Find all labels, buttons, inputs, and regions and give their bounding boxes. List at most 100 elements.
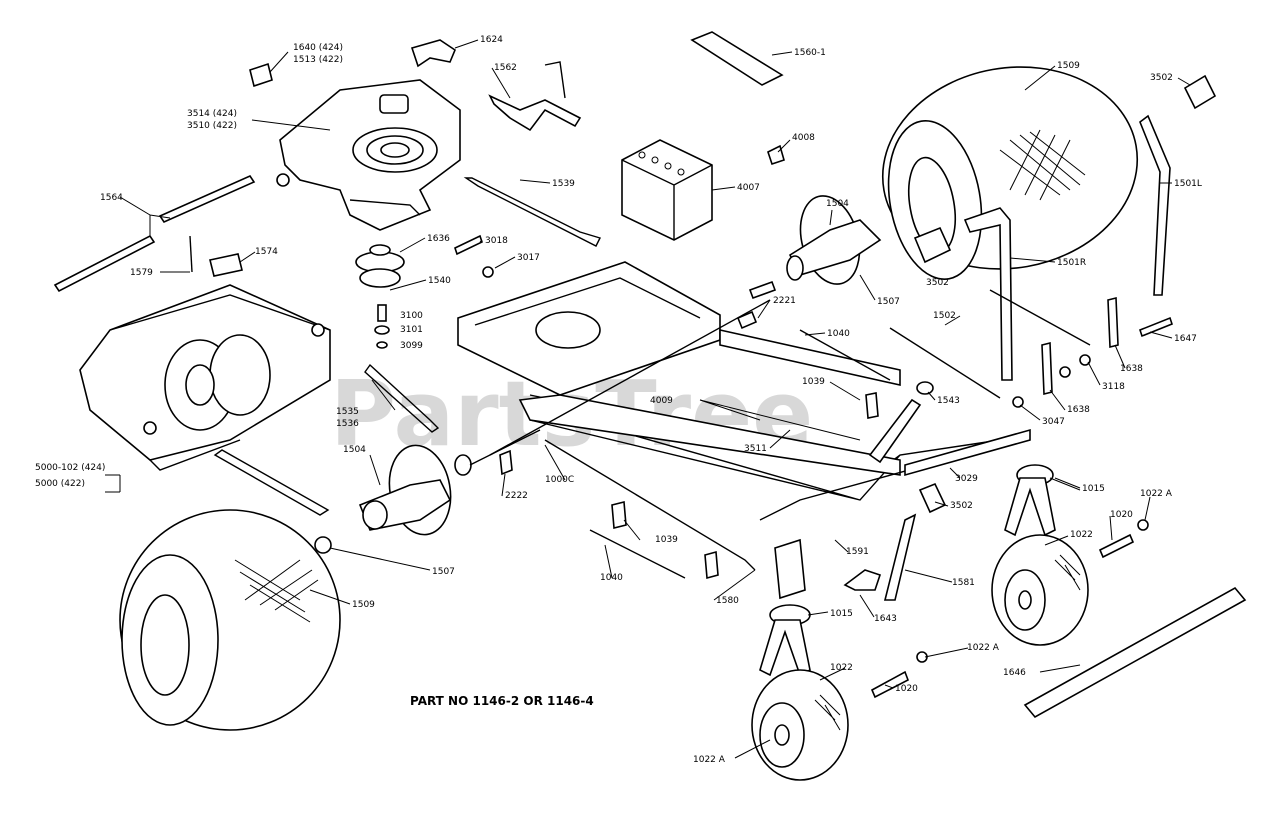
- bracket-1643-part[interactable]: [843, 569, 882, 591]
- label-1509-top: 1509: [1057, 61, 1080, 71]
- axle-1020-part[interactable]: [870, 519, 1149, 699]
- label-5000: 5000 (422): [35, 479, 85, 489]
- label-3099: 3099: [400, 341, 423, 351]
- clip-1624-part[interactable]: [410, 39, 456, 68]
- pulley-1636-part[interactable]: [355, 244, 405, 288]
- tire-rear-left-part[interactable]: [119, 509, 341, 731]
- bolt-3018-part[interactable]: [454, 234, 494, 278]
- label-1022-left: 1022: [830, 663, 853, 673]
- axle-2221-part[interactable]: [736, 280, 777, 330]
- label-3101: 3101: [400, 325, 423, 335]
- label-2222: 2222: [505, 491, 528, 501]
- label-3047: 3047: [1042, 417, 1065, 427]
- label-1591: 1591: [846, 547, 869, 557]
- label-1540: 1540: [428, 276, 451, 286]
- label-3100: 3100: [400, 311, 423, 321]
- frame-part[interactable]: [457, 261, 1031, 521]
- label-1513: 1513 (422): [293, 55, 343, 65]
- wheel-front-right-part[interactable]: [991, 534, 1089, 646]
- label-1039-bottom: 1039: [655, 535, 678, 545]
- label-1579: 1579: [130, 268, 153, 278]
- label-1539: 1539: [552, 179, 575, 189]
- rod-1502-part[interactable]: [889, 289, 1091, 399]
- bracket-1638-part[interactable]: [1041, 296, 1119, 396]
- label-3118: 3118: [1102, 382, 1125, 392]
- label-1015-right: 1015: [1082, 484, 1105, 494]
- engine-part[interactable]: [276, 79, 461, 231]
- label-1507-top: 1507: [877, 297, 900, 307]
- grip-3502-part[interactable]: [1183, 74, 1217, 110]
- label-1562: 1562: [494, 63, 517, 73]
- battery-part[interactable]: [621, 139, 713, 241]
- label-1560-1: 1560-1: [794, 48, 826, 58]
- label-1580: 1580: [716, 596, 739, 606]
- nut-3047-part[interactable]: [1012, 396, 1024, 408]
- label-3510: 3510 (422): [187, 121, 237, 131]
- caster-fork-right-part[interactable]: [1004, 464, 1056, 537]
- label-1640: 1640 (424): [293, 43, 343, 53]
- label-1022-right: 1022: [1070, 530, 1093, 540]
- wheel-front-left-part[interactable]: [751, 669, 849, 781]
- caster-fork-left-part[interactable]: [759, 604, 811, 677]
- label-1643: 1643: [874, 614, 897, 624]
- label-1022A-left: 1022 A: [693, 755, 726, 765]
- label-3511: 3511: [744, 444, 767, 454]
- bolt-1647-part[interactable]: [1139, 316, 1173, 338]
- label-4007: 4007: [737, 183, 760, 193]
- handle-1501L-part[interactable]: [1139, 114, 1171, 296]
- nut-3118-part[interactable]: [1059, 354, 1091, 378]
- spacer-1543-part[interactable]: [916, 381, 934, 395]
- label-1574: 1574: [255, 247, 278, 257]
- bar-1646-part[interactable]: [1023, 586, 1247, 719]
- steering-3029-part[interactable]: [868, 398, 1031, 477]
- label-1646: 1646: [1003, 668, 1026, 678]
- bracket-1640-part[interactable]: [249, 62, 273, 88]
- belt-1535-part[interactable]: [364, 363, 440, 433]
- label-1020-left: 1020: [895, 684, 918, 694]
- linkage-1574-part[interactable]: [189, 235, 243, 277]
- label-1507-bottom: 1507: [432, 567, 455, 577]
- handle-1501R-part[interactable]: [963, 207, 1013, 381]
- grip-3502-mid-part[interactable]: [913, 226, 952, 264]
- pulley-left-part[interactable]: [358, 429, 541, 540]
- label-1022A-mid: 1022 A: [967, 643, 1000, 653]
- bracket-1562-part[interactable]: [488, 61, 582, 132]
- leader-lines: [105, 39, 1191, 759]
- label-1502: 1502: [933, 311, 956, 321]
- belt-1539-part[interactable]: [463, 177, 601, 247]
- label-3017: 3017: [517, 253, 540, 263]
- label-1000C: 1000C: [545, 475, 574, 485]
- label-3502-top: 3502: [1150, 73, 1173, 83]
- tire-rear-right-part[interactable]: [867, 47, 1154, 288]
- rod-1040-part[interactable]: [589, 329, 891, 579]
- label-1501L: 1501L: [1174, 179, 1202, 189]
- rod-1564-part[interactable]: [53, 174, 256, 293]
- label-1636: 1636: [427, 234, 450, 244]
- label-4008: 4008: [792, 133, 815, 143]
- transmission-part[interactable]: [79, 284, 331, 471]
- plate-1560-part[interactable]: [690, 31, 784, 86]
- spacer-3100-part[interactable]: [374, 304, 390, 349]
- label-1022A-right-top: 1022 A: [1140, 489, 1173, 499]
- cable-1000C-part[interactable]: [544, 439, 756, 571]
- label-4009: 4009: [650, 396, 673, 406]
- pulley-right-part[interactable]: [786, 189, 882, 290]
- arm-1581-part[interactable]: [883, 513, 917, 601]
- label-3029: 3029: [955, 474, 978, 484]
- label-1501R: 1501R: [1057, 258, 1086, 268]
- label-3514: 3514 (424): [187, 109, 237, 119]
- bracket-1580-part[interactable]: [774, 538, 806, 600]
- label-1543: 1543: [937, 396, 960, 406]
- label-1624: 1624: [480, 35, 503, 45]
- belt-1536-part[interactable]: [213, 449, 330, 516]
- label-1564: 1564: [100, 193, 123, 203]
- label-2221: 2221: [773, 296, 796, 306]
- plate-1039-part[interactable]: [611, 392, 879, 580]
- label-1039-top: 1039: [802, 377, 825, 387]
- grip-3502-low-part[interactable]: [918, 482, 947, 514]
- label-1638-top: 1638: [1120, 364, 1143, 374]
- label-3502-mid: 3502: [926, 278, 949, 288]
- label-1040-bottom: 1040: [600, 573, 623, 583]
- spacer-2222-part[interactable]: [499, 449, 513, 476]
